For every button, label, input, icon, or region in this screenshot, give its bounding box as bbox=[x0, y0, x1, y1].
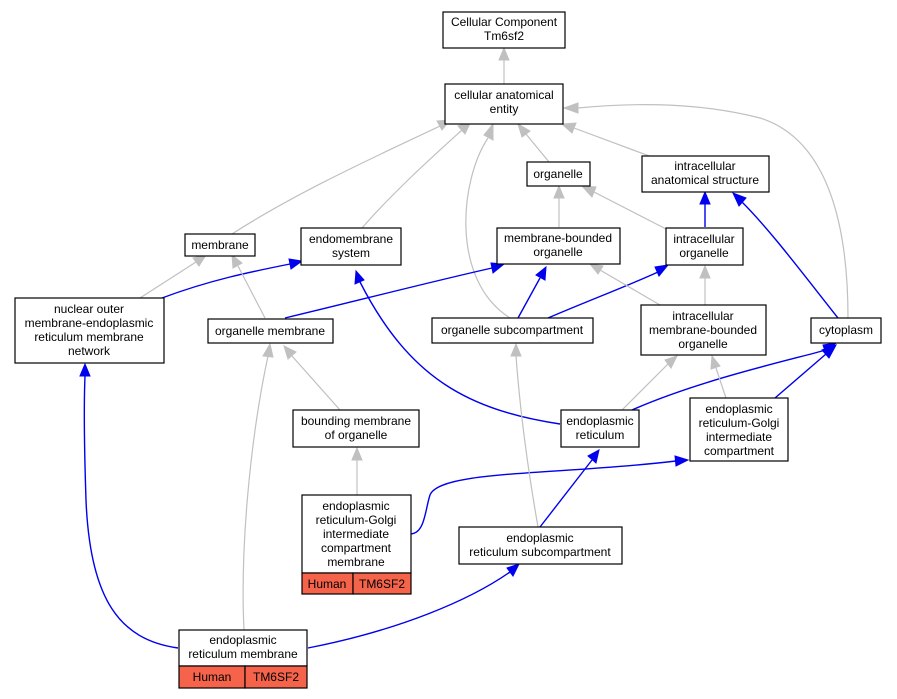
node-label-line: organelle bbox=[533, 167, 583, 181]
node-label-line: membrane-bounded bbox=[504, 231, 612, 245]
node-er-golgi-intermediate-compartment[interactable]: endoplasmic reticulum-Golgi intermediate… bbox=[689, 397, 789, 462]
node-label-line: reticulum membrane bbox=[188, 647, 298, 661]
node-intracellular-organelle[interactable]: intracellular organelle bbox=[665, 227, 744, 266]
node-label-line: Cellular Component bbox=[451, 15, 558, 29]
node-cellular-anatomical-entity[interactable]: cellular anatomical entity bbox=[444, 83, 564, 125]
node-label-line: intermediate bbox=[706, 430, 772, 444]
node-label-line: nuclear outer bbox=[54, 302, 124, 316]
node-er-membrane[interactable]: endoplasmic reticulum membrane Human TM6… bbox=[178, 629, 308, 689]
edge-er-endomembrane bbox=[354, 269, 561, 425]
node-label-line: of organelle bbox=[325, 428, 388, 442]
node-label-line: reticulum bbox=[576, 428, 625, 442]
node-label-line: endoplasmic bbox=[566, 414, 633, 428]
node-cytoplasm[interactable]: cytoplasm bbox=[810, 317, 882, 344]
node-label-line: compartment bbox=[704, 444, 775, 458]
node-bounding-membrane-of-organelle[interactable]: bounding membrane of organelle bbox=[292, 409, 420, 448]
node-label-line: organelle bbox=[678, 337, 728, 351]
annotation-gene-cell bbox=[244, 665, 308, 689]
node-endomembrane-system[interactable]: endomembrane system bbox=[300, 227, 402, 266]
nodes: Cellular Component Tm6sf2 cellular anato… bbox=[14, 11, 882, 689]
edge-organelle-cae bbox=[517, 122, 550, 163]
annotation-gene-cell bbox=[352, 572, 412, 595]
node-membrane[interactable]: membrane bbox=[184, 233, 256, 257]
node-er-golgi-intermediate-compartment-membrane[interactable]: endoplasmic reticulum-Golgi intermediate… bbox=[301, 494, 412, 595]
edge-membrane-cae bbox=[231, 119, 452, 235]
edge-ersub-er bbox=[539, 449, 600, 528]
node-label-line: reticulum subcompartment bbox=[469, 545, 611, 559]
node-label-line: network bbox=[68, 344, 111, 358]
node-organelle-membrane[interactable]: organelle membrane bbox=[207, 318, 334, 344]
edge-bmo-om bbox=[283, 345, 341, 411]
node-label-line: cellular anatomical bbox=[454, 88, 553, 102]
node-label-line: system bbox=[332, 246, 370, 260]
node-label-line: organelle subcompartment bbox=[441, 323, 584, 337]
node-label-line: entity bbox=[490, 102, 519, 116]
node-label-line: intermediate bbox=[323, 527, 389, 541]
edge-io-organelle bbox=[580, 185, 669, 231]
annotation-gene: TM6SF2 bbox=[253, 670, 299, 684]
node-label-line: organelle bbox=[679, 246, 729, 260]
node-label-line: compartment bbox=[321, 541, 392, 555]
node-label-line: organelle bbox=[533, 245, 583, 259]
node-label-line: endomembrane bbox=[309, 232, 393, 246]
node-label-line: reticulum-Golgi bbox=[699, 416, 780, 430]
edge-io-ias bbox=[699, 190, 711, 227]
node-organelle-subcompartment[interactable]: organelle subcompartment bbox=[431, 317, 594, 344]
edge-osub-io bbox=[547, 264, 670, 319]
annotation-gene: TM6SF2 bbox=[359, 577, 405, 591]
edge-er-imbo bbox=[621, 355, 678, 411]
node-endoplasmic-reticulum[interactable]: endoplasmic reticulum bbox=[560, 409, 640, 448]
node-nuclear-outer-membrane-er-network[interactable]: nuclear outer membrane-endoplasmic retic… bbox=[14, 297, 165, 364]
edge-ersub-osub bbox=[510, 342, 539, 528]
edge-ergic-imbo bbox=[710, 354, 727, 399]
edge-ias-cae bbox=[560, 122, 653, 158]
node-label-line: endoplasmic bbox=[705, 402, 772, 416]
edge-nomerm-endomembrane bbox=[161, 258, 304, 299]
node-label-line: endoplasmic bbox=[209, 633, 276, 647]
node-label-line: endoplasmic bbox=[506, 531, 573, 545]
edge-erm-ersub bbox=[307, 563, 520, 649]
edge-om-mbo bbox=[284, 262, 506, 319]
edge-imbo-mbo bbox=[588, 263, 661, 306]
node-label-line: reticulum-Golgi bbox=[316, 513, 397, 527]
node-label-line: reticulum membrane bbox=[34, 330, 144, 344]
node-label-line: intracellular bbox=[672, 309, 733, 323]
node-label-line: endoplasmic bbox=[322, 499, 389, 513]
node-label-line: membrane-endoplasmic bbox=[25, 316, 154, 330]
node-label-line: membrane bbox=[191, 238, 249, 252]
edge-cae-root bbox=[498, 46, 510, 84]
edge-osub-cae bbox=[465, 122, 511, 319]
node-label-line: Tm6sf2 bbox=[484, 29, 524, 43]
node-label-line: bounding membrane bbox=[301, 414, 411, 428]
node-intracellular-anatomical-structure[interactable]: intracellular anatomical structure bbox=[641, 155, 770, 193]
annotation-species: Human bbox=[193, 670, 232, 684]
node-intracellular-membrane-bounded-organelle[interactable]: intracellular membrane-bounded organelle bbox=[640, 304, 767, 356]
edge-ergicm-bmo bbox=[351, 446, 363, 495]
node-label-line: intracellular bbox=[673, 232, 734, 246]
node-label-line: organelle membrane bbox=[215, 324, 325, 338]
edges bbox=[79, 46, 849, 649]
node-label-line: membrane-bounded bbox=[649, 323, 757, 337]
node-label-line: intracellular bbox=[674, 159, 735, 173]
node-organelle[interactable]: organelle bbox=[526, 161, 591, 187]
edge-om-membrane bbox=[231, 253, 266, 319]
node-er-subcompartment[interactable]: endoplasmic reticulum subcompartment bbox=[458, 526, 623, 565]
node-label-line: cytoplasm bbox=[819, 323, 873, 337]
edge-cyto-ias bbox=[732, 192, 839, 319]
annotation-species: Human bbox=[308, 577, 347, 591]
edge-ergic-cyto bbox=[774, 344, 838, 399]
node-cellular-component-root[interactable]: Cellular Component Tm6sf2 bbox=[442, 11, 566, 49]
node-label-line: membrane bbox=[327, 555, 385, 569]
edge-cyto-cae bbox=[562, 102, 849, 319]
edge-erm-nomerm bbox=[79, 362, 179, 649]
edge-nomerm-membrane bbox=[139, 254, 208, 299]
node-membrane-bounded-organelle[interactable]: membrane-bounded organelle bbox=[496, 227, 621, 265]
edge-osub-mbo bbox=[517, 265, 547, 319]
edge-ergicm-ergic bbox=[409, 455, 690, 535]
edge-imbo-io bbox=[699, 264, 711, 305]
edge-mbo-organelle bbox=[553, 184, 565, 227]
edge-erm-om bbox=[242, 342, 274, 631]
node-label-line: anatomical structure bbox=[651, 173, 759, 187]
